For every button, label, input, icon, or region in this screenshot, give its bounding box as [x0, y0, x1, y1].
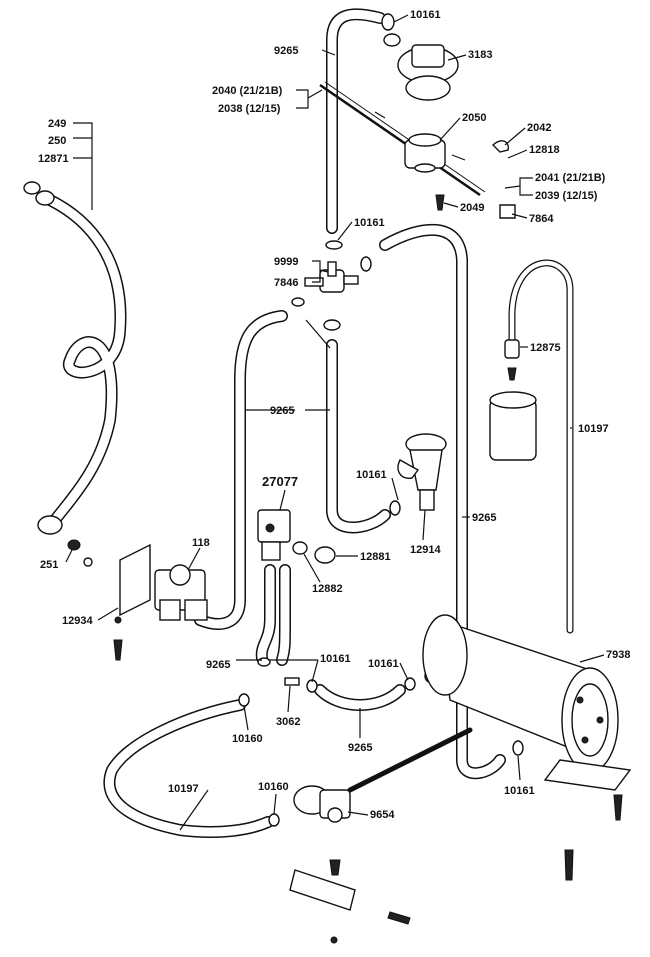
label-2041: 2041 (21/21B)	[535, 172, 606, 184]
label-2038: 2038 (12/15)	[218, 103, 281, 115]
label-12914: 12914	[410, 544, 441, 556]
label-2040: 2040 (21/21B)	[212, 85, 283, 97]
label-2049: 2049	[460, 202, 484, 214]
label-3062: 3062	[276, 716, 300, 728]
label-251: 251	[40, 559, 58, 571]
tubing	[44, 8, 574, 838]
label-9265-top: 9265	[274, 45, 298, 57]
label-249: 249	[48, 118, 66, 130]
label-3183: 3183	[468, 49, 492, 61]
label-9654: 9654	[370, 809, 395, 821]
part-labels: 10161 3183 9265 2040 (21/21B) 2038 (12/1…	[38, 9, 630, 821]
pump-bracket	[289, 869, 356, 911]
label-27077: 27077	[262, 474, 298, 489]
clip-2042	[492, 140, 509, 153]
cross-fitting-2050	[404, 133, 446, 173]
label-10161-lower-b: 10161	[368, 658, 399, 670]
label-10161-mid: 10161	[354, 217, 385, 229]
clamp-10160-a	[238, 693, 250, 707]
clamp-10161-top	[381, 13, 395, 31]
parts	[23, 13, 632, 944]
label-7846: 7846	[274, 277, 298, 289]
ring-12882	[292, 541, 308, 555]
label-9265-right: 9265	[472, 512, 496, 524]
label-9265-left: 9265	[270, 405, 294, 417]
label-12881: 12881	[360, 551, 391, 563]
label-7938: 7938	[606, 649, 630, 661]
label-118: 118	[192, 537, 210, 549]
screw-2049	[435, 194, 445, 211]
label-12934: 12934	[62, 615, 93, 627]
bracket-12934	[119, 543, 151, 617]
label-12871: 12871	[38, 153, 69, 165]
clamp-10161-lower-a	[257, 657, 271, 667]
label-12882: 12882	[312, 583, 343, 595]
pump-housing-12914	[397, 433, 447, 511]
hose-elbow	[37, 515, 63, 535]
label-2039: 2039 (12/15)	[535, 190, 598, 202]
label-10160-b: 10160	[258, 781, 289, 793]
label-10197-left: 10197	[168, 783, 199, 795]
label-10161-top: 10161	[410, 9, 441, 21]
label-7864: 7864	[529, 213, 554, 225]
fitting-3062	[284, 677, 300, 686]
valve-3183	[383, 33, 459, 101]
sensor-12875	[504, 339, 520, 359]
label-10161-tank: 10161	[504, 785, 535, 797]
label-10161-lower-a: 10161	[320, 653, 351, 665]
label-10197-right: 10197	[578, 423, 609, 435]
bracket-7864	[499, 204, 516, 219]
label-10160-a: 10160	[232, 733, 263, 745]
label-10161-valve: 10161	[356, 469, 387, 481]
water-valve-118	[154, 564, 208, 621]
pump-9654	[293, 785, 351, 823]
clamp-10161-mid	[325, 240, 343, 250]
clamp-251	[67, 539, 81, 551]
clamp-10160-b	[268, 813, 280, 827]
label-2050: 2050	[462, 112, 486, 124]
clamp-10161-valve	[389, 500, 401, 516]
tank-7938	[422, 614, 632, 791]
leader-lines	[65, 14, 605, 831]
label-12875: 12875	[530, 342, 561, 354]
hose-end-left	[23, 181, 41, 195]
label-12818: 12818	[529, 144, 560, 156]
solenoid-27077	[257, 509, 291, 561]
float-cup	[489, 391, 537, 461]
label-9265-lower: 9265	[206, 659, 230, 671]
rod-2040	[319, 83, 481, 197]
label-2042: 2042	[527, 122, 551, 134]
clamp-10161-tank	[512, 740, 524, 756]
label-9999: 9999	[274, 256, 298, 268]
ring-12881	[314, 546, 336, 564]
label-250: 250	[48, 135, 66, 147]
tee-fitting-9999	[304, 261, 359, 293]
label-9265-bottom: 9265	[348, 742, 372, 754]
